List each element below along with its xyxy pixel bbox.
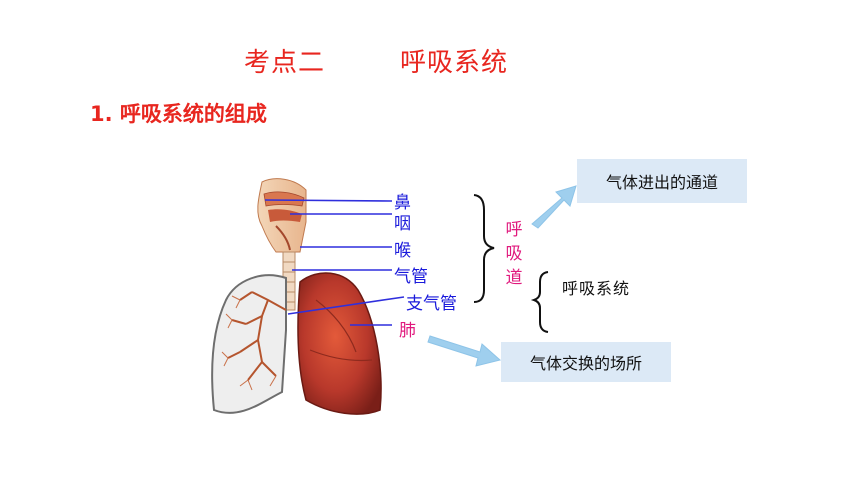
airway-function-box: 气体进出的通道 bbox=[577, 159, 747, 203]
section-subtitle: 1. 呼吸系统的组成 bbox=[90, 102, 267, 126]
airway-label-char-1: 呼 bbox=[505, 220, 523, 240]
label-nose: 鼻 bbox=[394, 193, 411, 213]
respiratory-system-label: 呼吸系统 bbox=[562, 279, 631, 298]
airway-brace bbox=[473, 194, 495, 303]
lung-function-box: 气体交换的场所 bbox=[501, 342, 671, 382]
label-larynx: 喉 bbox=[394, 241, 411, 261]
arrow-to-lung-box bbox=[427, 335, 502, 367]
page-title-part-1: 考点二 bbox=[244, 48, 326, 78]
leader-lines bbox=[264, 199, 405, 326]
arrow-to-airway-box bbox=[531, 185, 577, 229]
label-lung: 肺 bbox=[399, 321, 416, 341]
airway-function-text: 气体进出的通道 bbox=[605, 173, 718, 192]
label-bronchi: 支气管 bbox=[406, 294, 457, 314]
airway-label-char-2: 吸 bbox=[505, 244, 523, 264]
airway-label-char-3: 道 bbox=[505, 268, 523, 288]
airway-label: 呼 吸 道 bbox=[504, 218, 524, 290]
head-illustration bbox=[257, 178, 307, 253]
lung-function-text: 气体交换的场所 bbox=[529, 354, 642, 373]
label-pharynx: 咽 bbox=[394, 214, 411, 234]
label-trachea: 气管 bbox=[394, 267, 428, 287]
right-lung-illustration bbox=[297, 272, 382, 415]
left-lung-illustration bbox=[211, 274, 287, 414]
system-brace bbox=[530, 271, 549, 333]
page-title-part-2: 呼吸系统 bbox=[400, 48, 509, 78]
